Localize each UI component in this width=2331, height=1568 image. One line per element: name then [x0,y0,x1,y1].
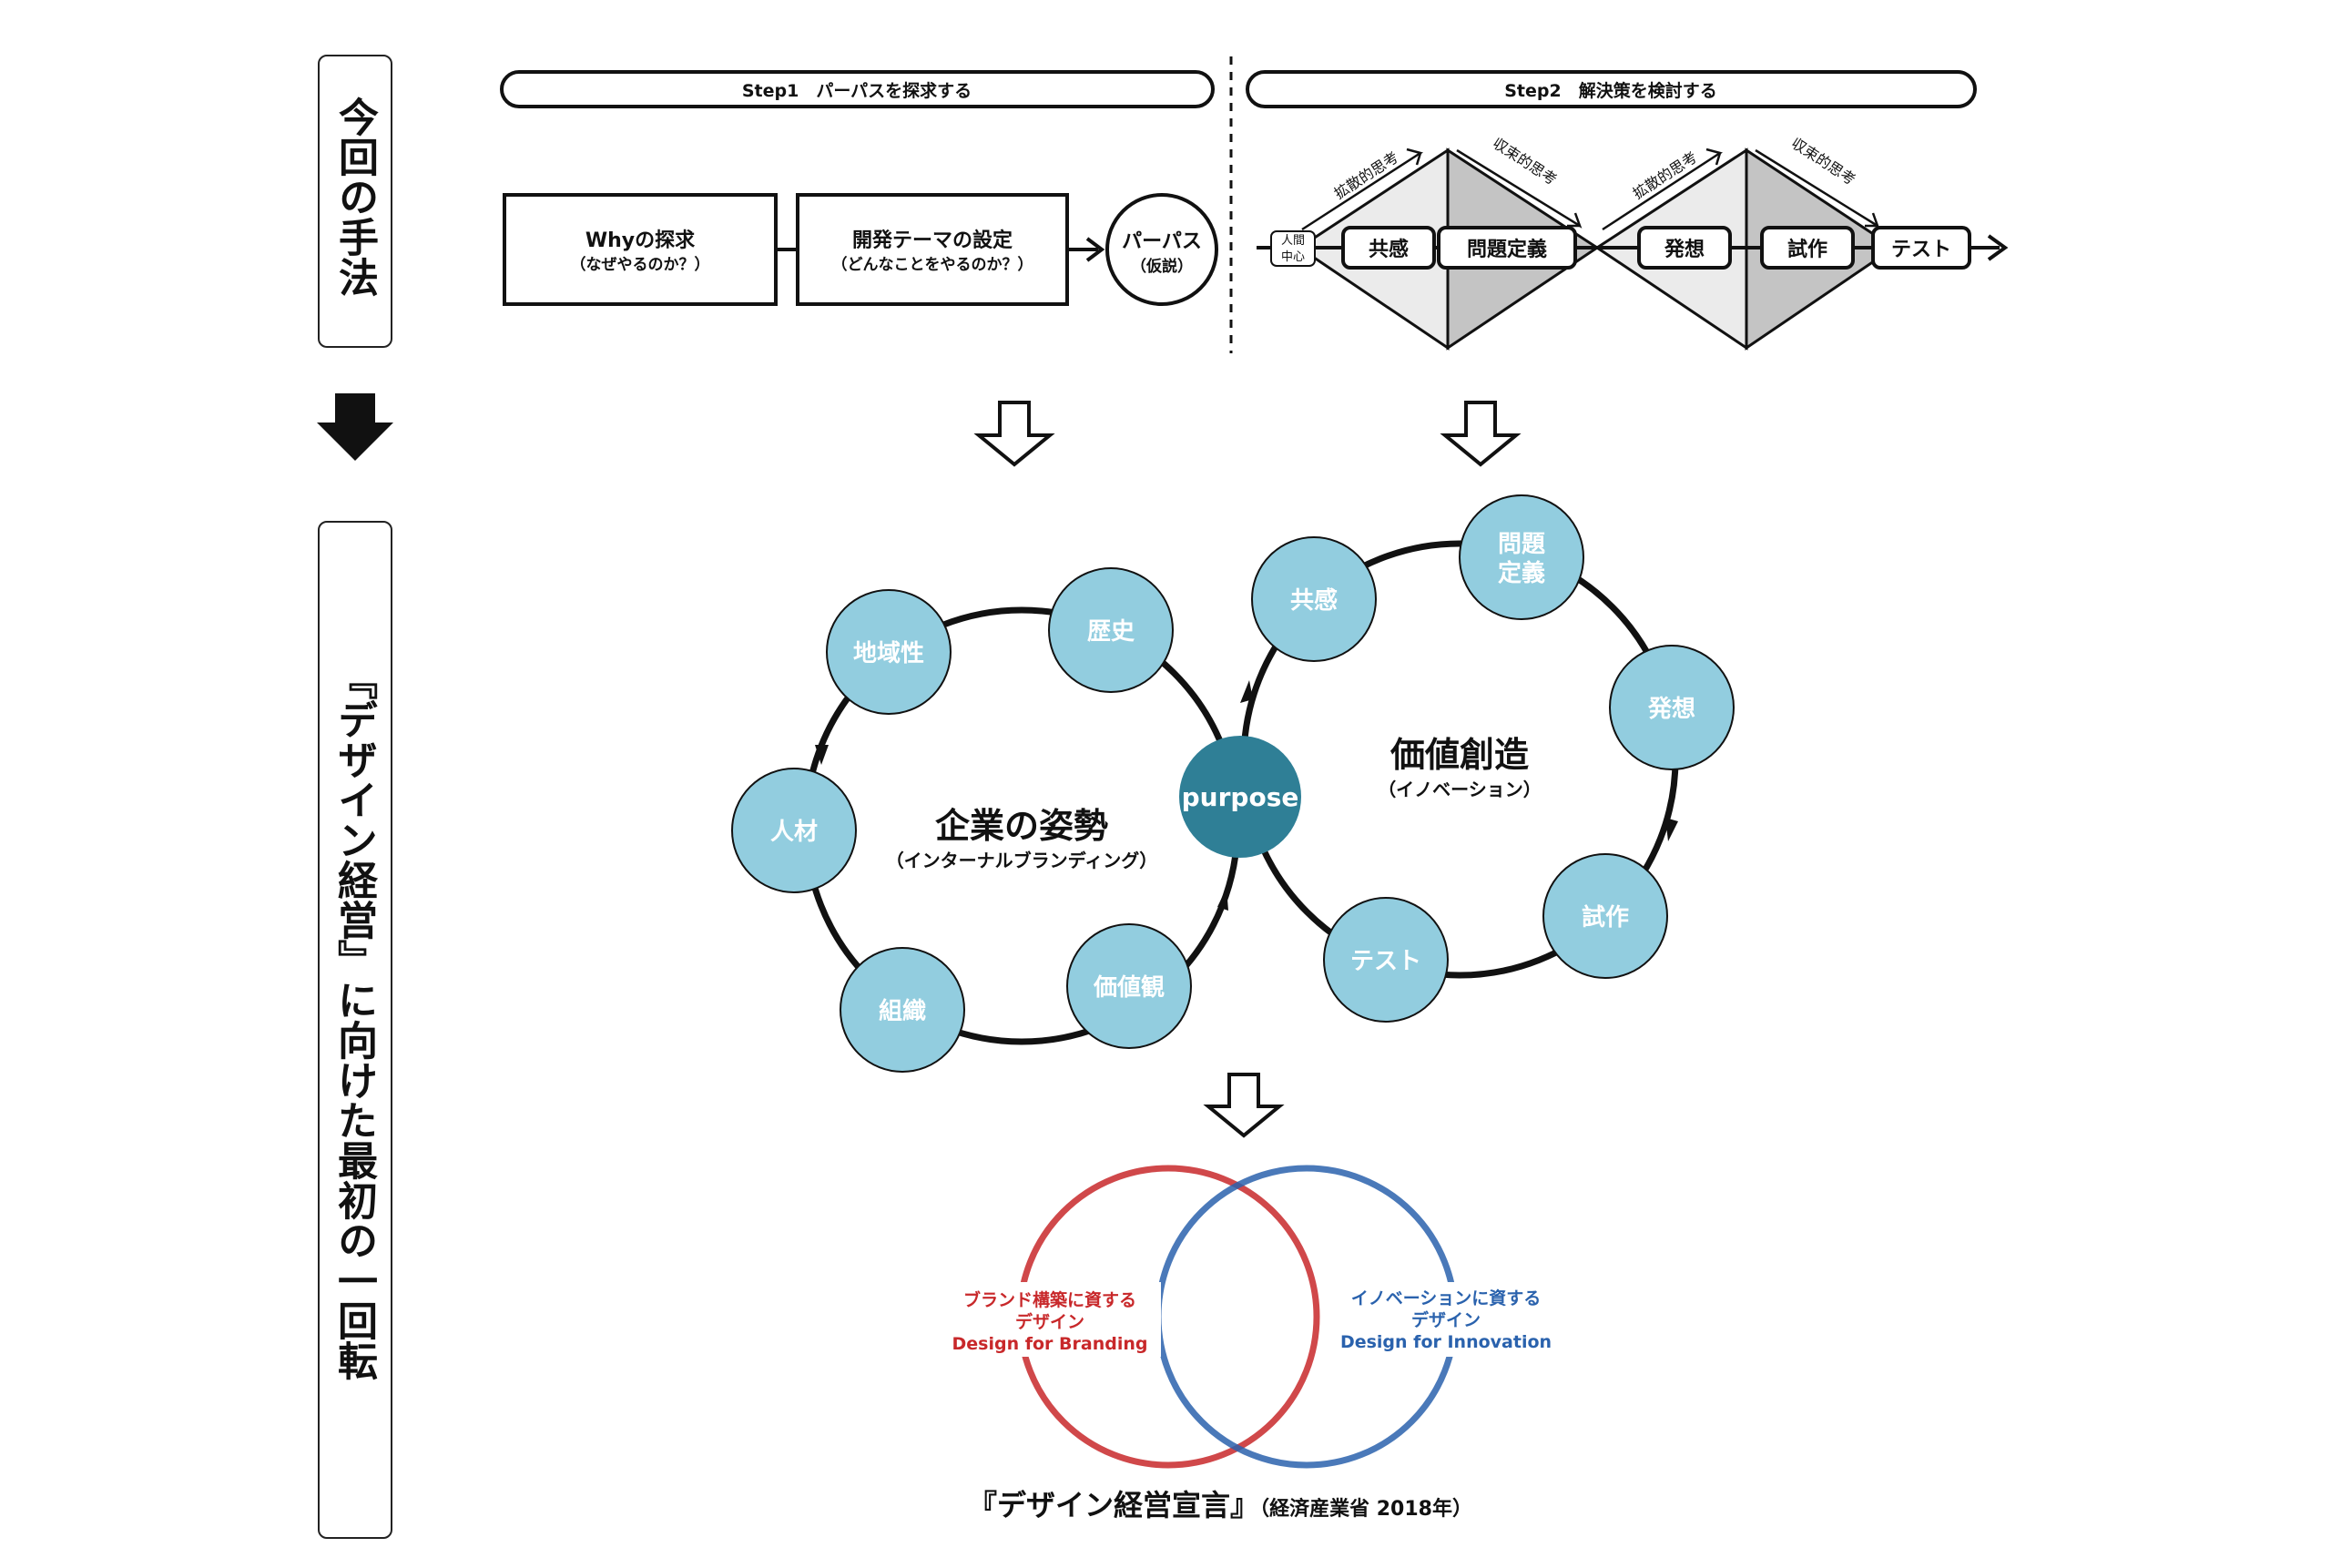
right-loop-title: 価値創造 [1389,735,1529,775]
stage-box: 発想 [1637,226,1732,270]
step1-banner [500,70,1215,108]
why-box [503,193,778,306]
step1-title: Step1 パーパスを探求する [742,80,972,101]
human-centered-line2: 中心 [1281,250,1305,264]
right-loop-node-label: 試作 [1582,903,1629,932]
left-loop-node-label: 人材 [770,819,818,846]
purpose-hypothesis-line2: （仮説） [1131,257,1193,276]
down-arrow-icon [317,393,393,461]
branding-line3: Design for Branding [952,1334,1148,1354]
right-loop-node-label: 発想 [1647,696,1695,723]
loop-direction-arrows [815,680,1678,911]
right-loop-node-label: 共感 [1290,587,1338,615]
right-loop-node: 試作 [1542,853,1668,979]
right-loop-node: 問題定義 [1459,494,1584,620]
left-loop-node-label: 地域性 [853,640,924,667]
step2-banner [1246,70,1977,108]
innovation-line2: デザイン [1411,1309,1481,1330]
converge-label-1: 収束的思考 [1490,134,1560,188]
left-loop-node-label: 価値観 [1093,973,1165,1002]
purpose-node [1179,736,1301,858]
source-citation: 『デザイン経営宣言』（経済産業省 2018年） [968,1488,1472,1522]
stage-box: テスト [1871,226,1971,270]
right-loop-subtitle: （イノベーション） [1378,779,1542,800]
purpose-hypothesis-line1: パーパス [1122,230,1202,253]
innovation-line3: Design for Innovation [1340,1332,1552,1352]
stage-box: 問題定義 [1437,226,1577,270]
why-line2: （なぜやるのか？） [571,255,710,274]
left-loop-node: 組織 [840,947,965,1073]
left-loop-node-label: 組織 [879,997,926,1025]
right-loop-node-label: テスト [1350,948,1421,975]
stage-label: 共感 [1369,238,1409,261]
purpose-panel [318,521,392,1539]
stage-label: 試作 [1787,238,1827,261]
right-loop-node: 発想 [1609,645,1735,770]
outline-arrow-icon [973,401,1055,467]
right-loop-node: 共感 [1251,536,1377,662]
right-loop-node-label: 問題 [1498,531,1546,558]
theme-line1: 開発テーマの設定 [852,229,1013,252]
method-label: 今回の手法 [331,97,378,297]
converge-label-2: 収束的思考 [1788,134,1858,188]
source-main: 『デザイン経営宣言』 [968,1488,1259,1522]
human-centered-box [1270,230,1316,267]
thinking-arrows [1301,148,1880,231]
method-panel [318,55,392,348]
left-loop-node: 歴史 [1048,567,1174,693]
branding-line1: ブランド構築に資する [963,1289,1136,1310]
right-loop-node-label: 定義 [1498,559,1545,587]
innovation-line1: イノベーションに資する [1351,1288,1542,1308]
left-loop-node-label: 歴史 [1087,618,1135,646]
stage-box: 共感 [1341,226,1436,270]
human-centered-line1: 人間 [1281,234,1305,248]
outline-arrow-icon [1440,401,1522,467]
outline-arrow-icon [1203,1073,1285,1138]
step2-title: Step2 解決策を検討する [1504,80,1716,101]
theme-line2: （どんなことをやるのか？） [832,255,1033,274]
left-loop-subtitle: （インターナルブランディング） [886,850,1158,871]
stage-label: 問題定義 [1467,238,1547,261]
branding-line2: デザイン [1015,1311,1084,1332]
purpose-node-label: purpose [1182,782,1299,812]
stage-box: 試作 [1760,226,1855,270]
stage-label: テスト [1891,239,1951,261]
left-loop-node: 人材 [731,768,857,893]
why-line1: Whyの探求 [585,229,695,252]
stage-boxes: 共感 問題定義 発想 試作 テスト [1341,226,1971,270]
right-loop-node: テスト [1323,897,1449,1023]
stage-label: 発想 [1664,239,1705,261]
left-loop-node: 価値観 [1066,923,1192,1049]
purpose-hypothesis-circle [1105,193,1218,306]
left-loop-node: 地域性 [826,589,952,715]
purpose-label: 『デザイン経営』に向けた最初の一回転 [331,659,377,1380]
source-sub: （経済産業省 2018年） [1259,1497,1472,1521]
left-loop-title: 企業の姿勢 [935,806,1108,846]
